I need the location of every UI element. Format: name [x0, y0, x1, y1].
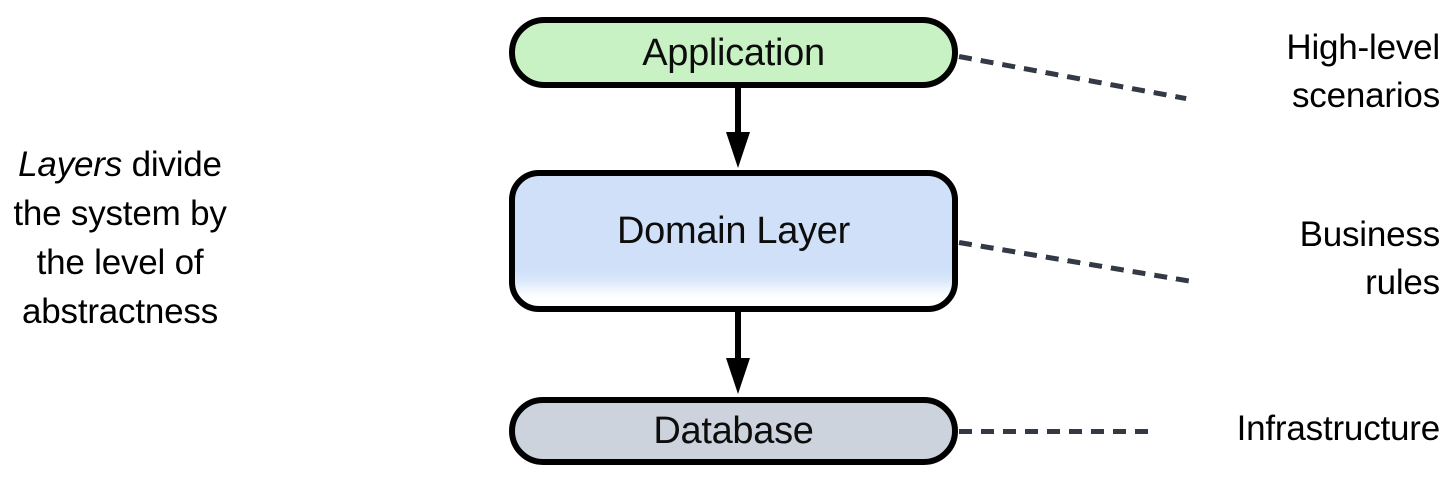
annotation-database-line-1: Infrastructure: [1236, 409, 1441, 448]
arrow-head-icon: [726, 132, 750, 168]
annotation-database: Infrastructure: [1236, 405, 1441, 453]
arrow-application-to-domain: [726, 88, 750, 170]
layer-label-database: Database: [653, 410, 814, 452]
annotation-application: High-level scenarios: [1286, 24, 1440, 120]
layer-label-application: Application: [642, 31, 825, 74]
annotation-application-line-2: scenarios: [1292, 76, 1440, 115]
annotation-domain: Business rules: [1299, 211, 1441, 307]
arrow-shaft: [735, 88, 741, 136]
caption-line-4: abstractness: [21, 292, 219, 331]
caption-line-3: the level of: [36, 243, 204, 282]
annotation-application-line-1: High-level: [1286, 28, 1440, 67]
leader-line-domain: [958, 240, 1190, 284]
arrow-shaft: [735, 312, 741, 362]
arrow-head-icon: [726, 358, 750, 394]
caption-emphasis: Layers: [18, 145, 123, 184]
annotation-domain-line-2: rules: [1365, 263, 1440, 302]
layer-box-application[interactable]: Application: [509, 17, 958, 88]
leader-line-database: [959, 429, 1149, 434]
annotation-domain-line-1: Business: [1299, 215, 1441, 254]
layer-box-domain[interactable]: Domain Layer: [509, 170, 958, 312]
layer-box-database[interactable]: Database: [509, 397, 958, 465]
caption-text: Layers divide the system by the level of…: [4, 140, 236, 336]
arrow-domain-to-database: [726, 312, 750, 397]
leader-line-application: [958, 54, 1187, 102]
caption-line-1-rest: divide: [131, 145, 222, 184]
caption-line-2: the system by: [13, 194, 227, 233]
layer-label-domain: Domain Layer: [617, 210, 850, 252]
caption-line-1: Layers divide: [4, 140, 236, 189]
